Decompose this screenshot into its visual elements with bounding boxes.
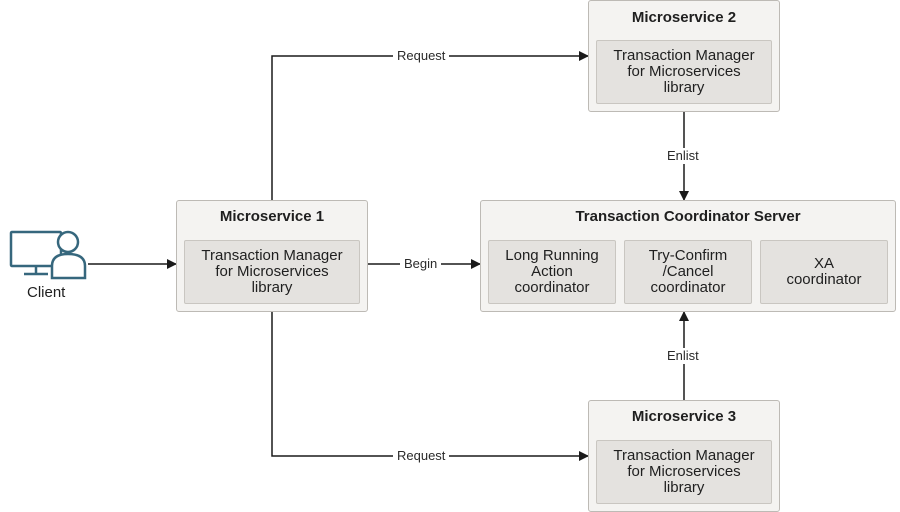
microservice-1-library: Transaction Manager for Microservices li…	[184, 240, 360, 304]
microservice-3-box: Microservice 3 Transaction Manager for M…	[588, 400, 780, 512]
microservice-2-library: Transaction Manager for Microservices li…	[596, 40, 772, 104]
tcc-coordinator: Try-Confirm /Cancel coordinator	[624, 240, 752, 304]
coordinator-server-title: Transaction Coordinator Server	[575, 208, 801, 225]
coordinator-server-box: Transaction Coordinator Server Long Runn…	[480, 200, 896, 312]
client-label: Client	[27, 284, 66, 301]
begin-label: Begin	[400, 256, 442, 272]
enlist-top-label: Enlist	[663, 148, 703, 164]
microservice-3-title: Microservice 3	[631, 408, 737, 425]
microservice-1-box: Microservice 1 Transaction Manager for M…	[176, 200, 368, 312]
microservice-2-box: Microservice 2 Transaction Manager for M…	[588, 0, 780, 112]
request-top-label: Request	[393, 48, 450, 64]
microservice-3-library: Transaction Manager for Microservices li…	[596, 440, 772, 504]
user-at-computer-icon	[9, 230, 87, 280]
enlist-bottom-label: Enlist	[663, 348, 703, 364]
request-bottom-label: Request	[393, 448, 450, 464]
microservice-2-title: Microservice 2	[631, 9, 737, 26]
lra-coordinator: Long Running Action coordinator	[488, 240, 616, 304]
request-to-ms2-arrow	[271, 51, 589, 200]
microservice-1-title: Microservice 1	[219, 208, 325, 225]
xa-coordinator: XA coordinator	[760, 240, 888, 304]
request-to-ms3-arrow	[271, 312, 589, 461]
